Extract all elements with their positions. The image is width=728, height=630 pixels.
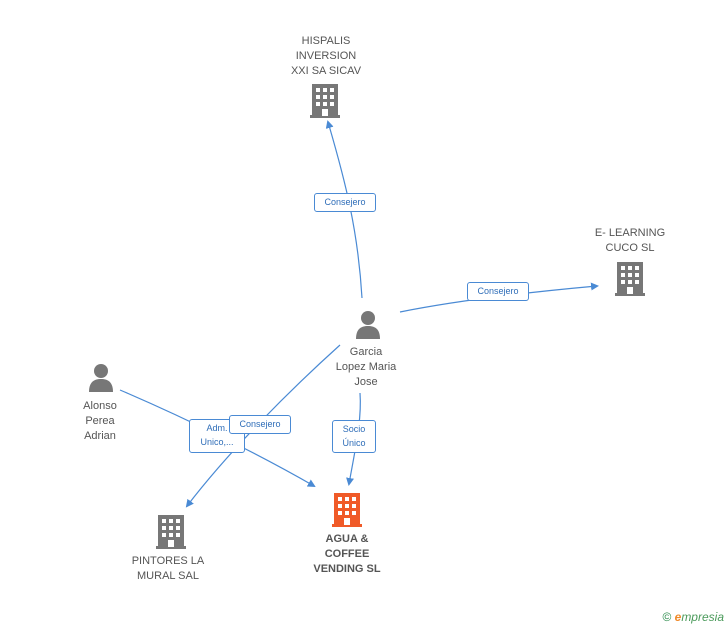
brand-logo-text: mpresia [681,610,724,624]
person-icon[interactable] [89,364,113,392]
edge-label-socio-unico: Socio Único [332,420,376,453]
node-label-hispalis[interactable]: HISPALIS INVERSION XXI SA SICAV [290,35,362,77]
node-label-garcia[interactable]: Garcia Lopez Maria Jose [335,346,397,388]
person-icon[interactable] [356,311,380,339]
node-label-pintores[interactable]: PINTORES LA MURAL SAL [131,555,205,582]
building-icon-highlighted[interactable] [332,493,362,527]
copyright-icon: © [662,610,672,624]
building-icon[interactable] [310,84,340,118]
edge-label-consejero: Consejero [314,193,376,212]
brand-logo-e: e [674,610,682,624]
building-icon[interactable] [156,515,186,549]
edge-label-consejero: Consejero [467,282,529,301]
empresia-watermark: © empresia [662,610,724,624]
node-label-elearning[interactable]: E- LEARNING CUCO SL [594,227,666,254]
edge-label-adm-unico: Adm. Unico,... [189,419,245,453]
edge-label-consejero: Consejero [229,415,291,434]
node-label-alonso[interactable]: Alonso Perea Adrian [83,400,117,442]
building-icon[interactable] [615,262,645,296]
node-label-agua[interactable]: AGUA & COFFEE VENDING SL [313,533,381,575]
